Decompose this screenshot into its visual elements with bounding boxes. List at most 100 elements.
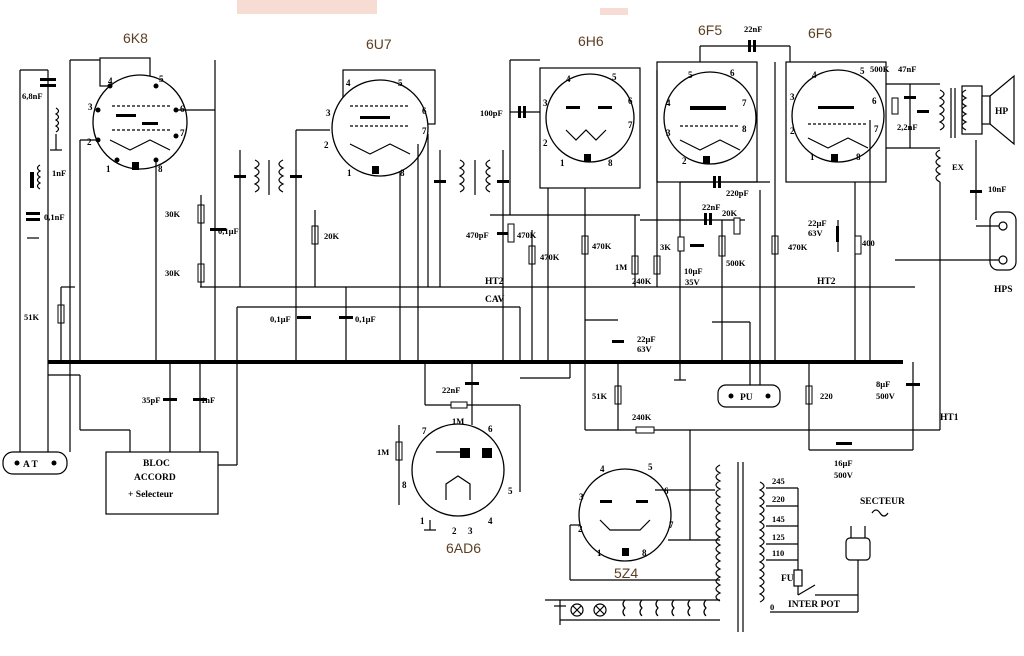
pin-label: 7 xyxy=(628,120,633,130)
label-30k: 30K xyxy=(165,209,181,219)
pin-label: 8 xyxy=(158,164,163,174)
tube-electrode xyxy=(142,122,158,125)
label-0-1uf-c: 0,1µF xyxy=(355,314,376,324)
tube-heater xyxy=(599,519,651,531)
net-ht1: HT1 xyxy=(940,413,959,423)
tube-electrode xyxy=(460,448,470,458)
pin-label: 1 xyxy=(810,152,815,162)
label-63v-b: 63V xyxy=(637,344,653,354)
label-63v: 63V xyxy=(808,228,824,238)
pilot-lamp xyxy=(593,603,607,617)
pin-label: 3 xyxy=(88,102,93,112)
ac-symbol xyxy=(871,509,889,517)
tube-6f6-label: 6F6 xyxy=(808,25,832,41)
label-1nf: 1nF xyxy=(52,168,66,178)
if-transformer-coil xyxy=(458,159,465,193)
label-240k-b: 240K xyxy=(632,412,652,422)
pin-label: 6 xyxy=(488,424,493,434)
label-20k-b: 20K xyxy=(722,208,738,218)
capacitor xyxy=(297,316,311,319)
label-470k: 470K xyxy=(517,230,537,240)
pin-label: 3 xyxy=(326,108,331,118)
pin-label: 2 xyxy=(324,140,329,150)
pin-label: 4 xyxy=(488,516,493,526)
label-20k: 20K xyxy=(324,231,340,241)
pin-label: 4 xyxy=(600,464,605,474)
label-35pf: 35pF xyxy=(142,395,160,405)
label-2-2nf: 2,2nF xyxy=(897,122,918,132)
capacitor xyxy=(193,398,207,401)
capacitor xyxy=(497,232,509,235)
net-ht2-b: HT2 xyxy=(817,277,836,287)
label-35v: 35V xyxy=(685,277,701,287)
label-47nf: 47nF xyxy=(898,64,916,74)
pin-label: 8 xyxy=(400,168,405,178)
tube-key xyxy=(372,166,379,174)
label-220: 220 xyxy=(820,391,833,401)
tube-key xyxy=(703,156,710,164)
tube-electrode xyxy=(598,106,612,109)
pin-label: 4 xyxy=(666,98,671,108)
antenna-label: A T xyxy=(23,460,39,470)
tap-label: 145 xyxy=(772,514,785,524)
tube-electrode xyxy=(636,500,648,503)
terminal-dot xyxy=(728,393,734,399)
label-30k-b: 30K xyxy=(165,268,181,278)
capacitor xyxy=(30,172,34,188)
pin-label: 2 xyxy=(790,126,795,136)
pin-label: 5 xyxy=(612,72,617,82)
tube-key xyxy=(831,154,838,162)
capacitor xyxy=(709,213,712,225)
label-16uf: 16µF xyxy=(834,458,853,468)
pin-label: 2 xyxy=(682,156,687,166)
tube-electrode xyxy=(690,106,726,110)
label-22nf-top: 22nF xyxy=(744,24,762,34)
tube-pin xyxy=(173,133,179,139)
fuse xyxy=(793,569,803,587)
label-0-1nf: 0,1nF xyxy=(44,212,65,222)
pin-label: 8 xyxy=(856,152,861,162)
pin-label: 4 xyxy=(346,78,351,88)
capacitor xyxy=(713,176,716,188)
tube-6u7-label: 6U7 xyxy=(366,36,392,52)
pin-label: 6 xyxy=(664,486,669,496)
label-500v-b: 500V xyxy=(834,470,854,480)
label-8uf: 8µF xyxy=(876,379,890,389)
hps-socket xyxy=(989,211,1017,271)
tube-6f5-envelope xyxy=(663,71,757,165)
pin-label: 6 xyxy=(180,104,185,114)
tube-enclosure xyxy=(539,67,641,189)
lamp-cross xyxy=(572,605,582,615)
pin-label: 5 xyxy=(159,74,164,84)
tube-electrode xyxy=(360,116,390,119)
tube-heater xyxy=(679,139,741,151)
capacitor xyxy=(917,110,929,113)
label-240k: 240K xyxy=(632,276,652,286)
capacitor xyxy=(234,175,246,178)
tube-6h6-envelope xyxy=(545,73,635,163)
tube-electrode xyxy=(600,500,612,503)
mains-plug xyxy=(845,537,871,561)
pin-label: 2 xyxy=(543,138,548,148)
pin-label: 7 xyxy=(422,126,427,136)
tube-electrode xyxy=(116,114,136,117)
label-500k-b: 500K xyxy=(870,64,890,74)
resistor xyxy=(507,223,515,243)
pu-terminal xyxy=(717,384,781,408)
label-22uf-b: 22µF xyxy=(637,334,656,344)
if-transformer-coil xyxy=(253,159,260,193)
excitation-coil xyxy=(935,149,942,183)
antenna-terminal xyxy=(2,451,68,475)
resistor xyxy=(450,401,468,409)
pin-label: 6 xyxy=(422,106,427,116)
capacitor xyxy=(970,190,982,193)
label-10nf: 10nF xyxy=(988,184,1006,194)
capacitor xyxy=(718,176,721,188)
pin-label: 1 xyxy=(106,164,111,174)
speaker-label: HP xyxy=(995,107,1008,117)
terminal-dot xyxy=(765,393,771,399)
tube-key xyxy=(584,154,591,162)
pin-label: 6 xyxy=(628,96,633,106)
heater-filament xyxy=(687,599,691,617)
